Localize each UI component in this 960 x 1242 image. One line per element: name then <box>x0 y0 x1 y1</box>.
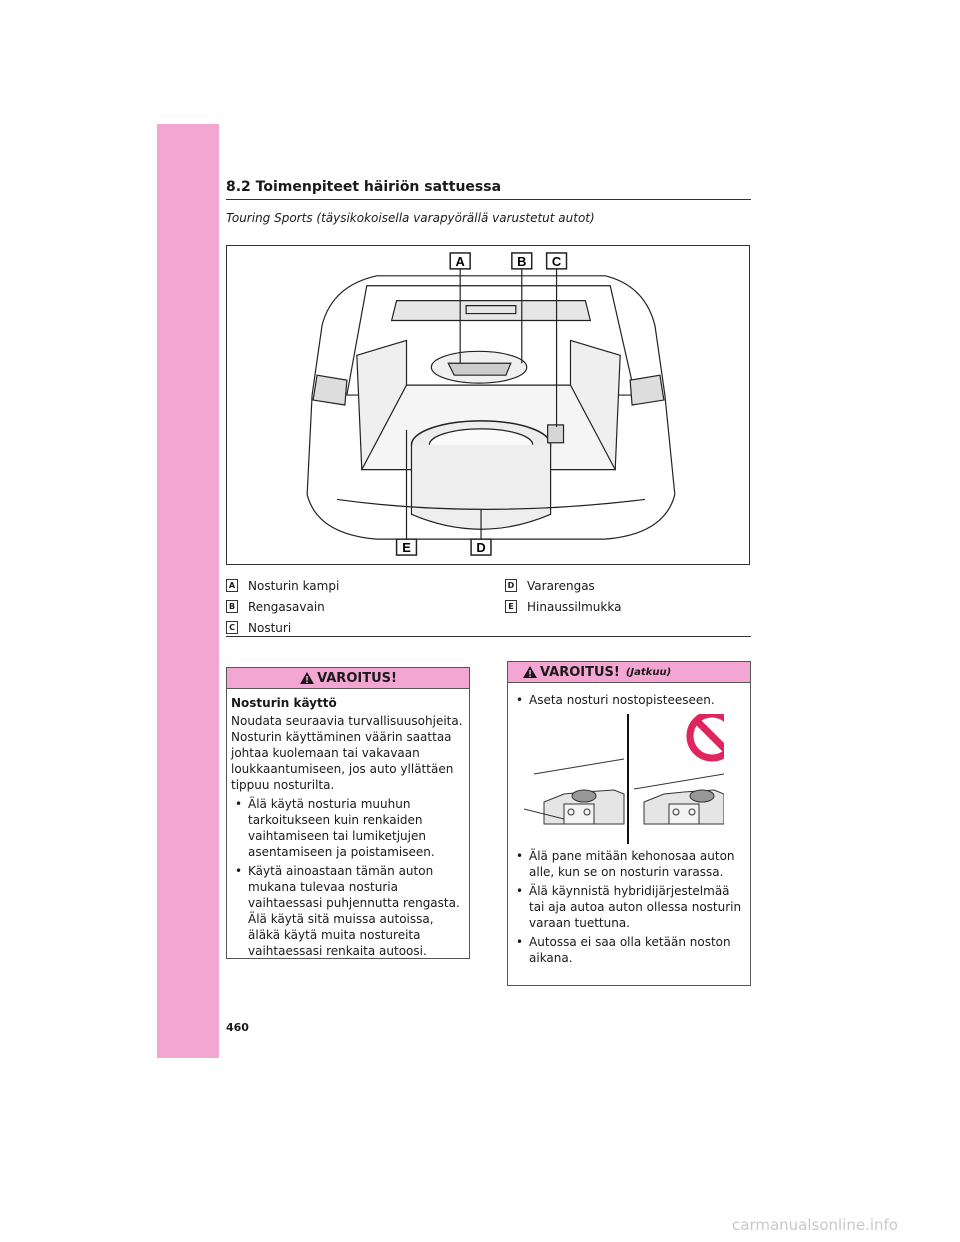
svg-text:B: B <box>517 254 526 269</box>
figure-callout-E: E <box>395 538 418 556</box>
warning-bullets: Älä pane mitään kehonosaa auton alle, ku… <box>512 848 746 966</box>
warning-intro: Noudata seuraavia turvallisuusohjeita. N… <box>231 714 463 792</box>
legend-letter: A <box>226 579 238 592</box>
legend-item: D Vararengas <box>505 575 621 596</box>
legend-letter: C <box>226 621 238 634</box>
figure-callout-D: D <box>470 538 492 556</box>
page-number: 460 <box>226 1021 249 1034</box>
warning-bullet: Älä pane mitään kehonosaa auton alle, ku… <box>512 848 746 880</box>
title-rule <box>226 199 751 200</box>
warning-continued-label: (Jatkuu) <box>625 666 672 678</box>
warning-bullet: Aseta nosturi nostopisteeseen. <box>512 692 746 708</box>
legend-letter: E <box>505 600 517 613</box>
warning-bullet: Autossa ei saa olla ketään noston aikana… <box>512 934 746 966</box>
svg-text:A: A <box>456 254 465 269</box>
warning-bullet: Älä käytä nosturia muuhun tarkoitukseen … <box>231 796 465 860</box>
warning-title: VAROITUS! <box>540 664 620 680</box>
warning-header: VAROITUS! (Jatkuu) <box>508 662 750 683</box>
legend-label: Nosturi <box>248 620 292 635</box>
warning-box-continued: VAROITUS! (Jatkuu) Aseta nosturi nostopi… <box>507 661 751 986</box>
page-side-band <box>157 124 219 1058</box>
legend-item: B Rengasavain <box>226 596 339 617</box>
legend-label: Nosturin kampi <box>248 578 340 593</box>
legend-item: E Hinaussilmukka <box>505 596 621 617</box>
legend-left: A Nosturin kampi B Rengasavain C Nosturi <box>226 575 339 638</box>
legend-right: D Vararengas E Hinaussilmukka <box>505 575 621 617</box>
warning-subheading: Nosturin käyttö <box>231 696 337 710</box>
figure-callout-A: A <box>449 252 471 270</box>
warning-title: VAROITUS! <box>317 670 397 686</box>
legend-rule <box>226 636 751 637</box>
legend-item: A Nosturin kampi <box>226 575 339 596</box>
warning-header: VAROITUS! <box>227 668 469 689</box>
prohibition-icon <box>686 714 724 762</box>
warning-box-jack-use: VAROITUS! Nosturin käyttö Noudata seuraa… <box>226 667 470 959</box>
svg-text:D: D <box>476 540 485 555</box>
legend-label: Hinaussilmukka <box>527 599 622 614</box>
warning-bullets-top: Aseta nosturi nostopisteeseen. <box>512 692 746 708</box>
legend-item: C Nosturi <box>226 617 339 638</box>
section-title: 8.2 Toimenpiteet häiriön sattuessa <box>226 179 502 195</box>
trunk-illustration-svg: A B C D E <box>306 252 676 556</box>
figure-callout-C: C <box>545 252 568 270</box>
legend-letter: B <box>226 600 238 613</box>
warning-bullets: Älä käytä nosturia muuhun tarkoitukseen … <box>231 796 465 959</box>
legend-label: Rengasavain <box>248 599 325 614</box>
figure-callout-B: B <box>511 252 533 270</box>
warning-triangle-icon <box>300 672 315 684</box>
figure-subtitle: Touring Sports (täysikokoisella varapyör… <box>226 211 595 225</box>
svg-text:C: C <box>552 254 561 269</box>
trunk-illustration: A B C D E <box>226 245 750 565</box>
svg-text:E: E <box>402 540 411 555</box>
warning-triangle-icon <box>523 666 537 678</box>
watermark: carmanualsonline.info <box>732 1216 898 1234</box>
legend-letter: D <box>505 579 517 592</box>
warning-bullet: Käytä ainoastaan tämän auton mukana tule… <box>231 863 465 959</box>
jack-placement-illustration <box>524 714 724 844</box>
legend-label: Vararengas <box>527 578 595 593</box>
warning-bullet: Älä käynnistä hybridijärjestelmää tai aj… <box>512 883 746 931</box>
